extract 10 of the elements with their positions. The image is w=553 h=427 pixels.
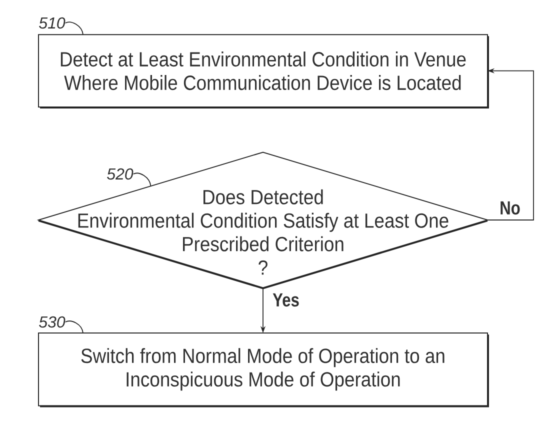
callout-number: 520 bbox=[107, 168, 134, 180]
edge-label: No bbox=[498, 200, 522, 216]
process-box: Switch from Normal Mode of Operation to an Inconspicuous Mode of Operation bbox=[38, 332, 489, 408]
edge-label: Yes bbox=[272, 292, 300, 308]
leader-line bbox=[132, 172, 152, 187]
callout-number: 530 bbox=[39, 316, 66, 328]
leader-line bbox=[64, 320, 84, 334]
callout-number: 510 bbox=[39, 17, 66, 29]
process-box: Detect at Least Environmental Condition in Venue Where Mobile Communication Device is Located bbox=[38, 34, 489, 108]
leader-line bbox=[64, 22, 84, 36]
